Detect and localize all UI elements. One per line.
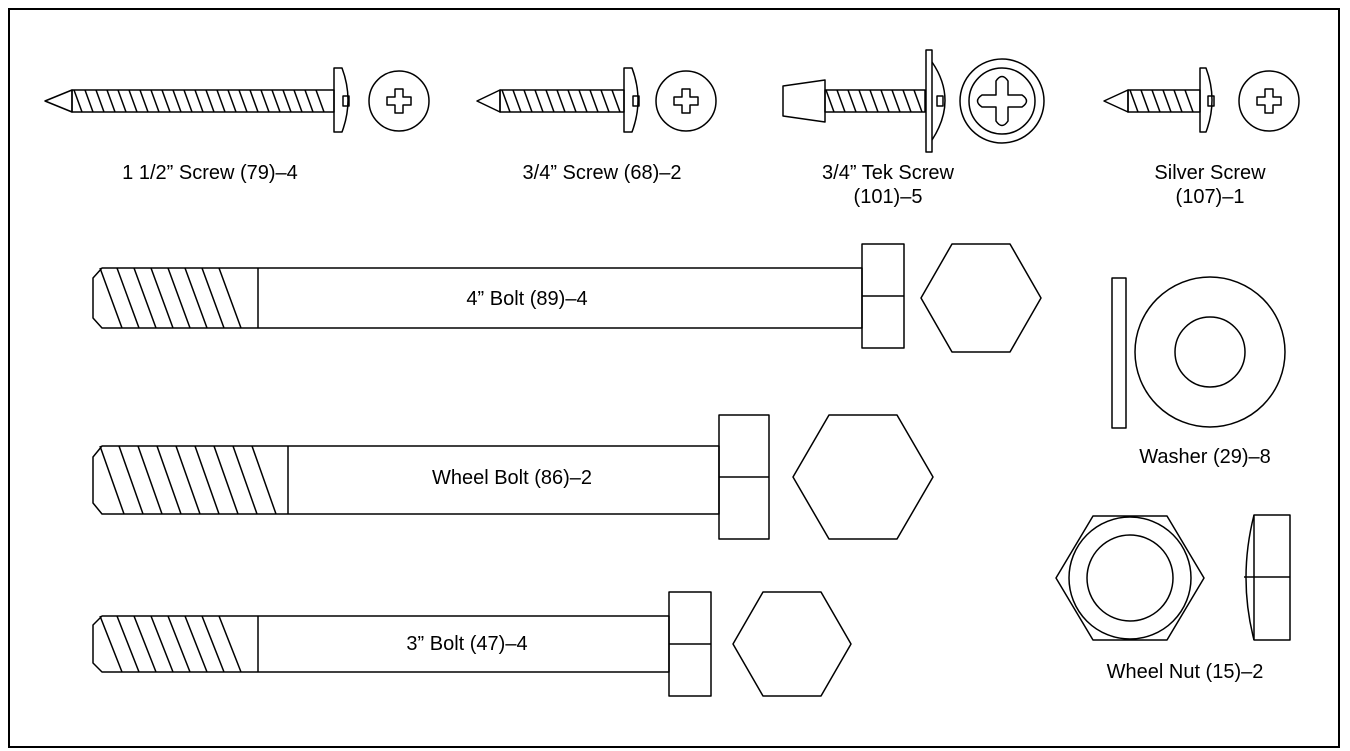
label-wheel-nut: Wheel Nut (15)–2 [1106,661,1264,683]
wheel-bolt-icon [92,414,934,540]
label-washer: Washer (29)–8 [1139,446,1271,468]
tek-screw-icon [782,49,1045,153]
washer-icon [1111,276,1286,429]
bolt-4-icon [92,243,1042,353]
silver-screw-icon [1103,67,1300,133]
label-screw-3-4: 3/4” Screw (68)–2 [522,162,682,184]
label-silver-screw-line1: Silver Screw [1154,162,1266,184]
label-silver-screw: Silver Screw (107)–1 [1100,161,1320,209]
diagram-frame [8,8,1340,748]
bolt-3-icon [92,591,852,697]
label-tek-screw-line2: (101)–5 [853,186,923,208]
label-silver-screw-line2: (107)–1 [1175,186,1245,208]
wheel-nut-icon [1055,514,1291,641]
label-tek-screw-line1: 3/4” Tek Screw [822,162,954,184]
screw-1-5-icon [44,67,430,133]
label-wheel-bolt: Wheel Bolt (86)–2 [431,467,593,489]
label-screw-1-5: 1 1/2” Screw (79)–4 [122,162,298,184]
label-bolt-3: 3” Bolt (47)–4 [406,633,528,655]
screw-3-4-icon [476,67,717,133]
label-tek-screw: 3/4” Tek Screw (101)–5 [768,161,1008,209]
label-bolt-4: 4” Bolt (89)–4 [466,288,588,310]
